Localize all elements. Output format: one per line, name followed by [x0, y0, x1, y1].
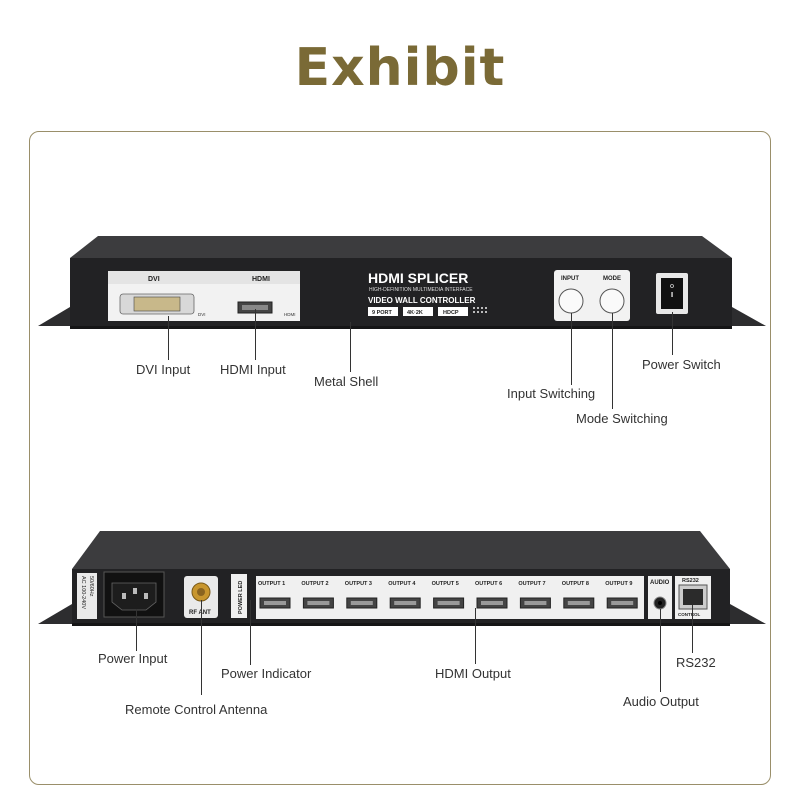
brand-title: HDMI SPLICER — [368, 270, 468, 286]
callout-line-rs232 — [692, 605, 693, 653]
ac-rating-label: AC 100-240V — [80, 576, 86, 609]
output-label: OUTPUT 4 — [388, 581, 416, 587]
page-title: Exhibit — [294, 38, 506, 98]
callout-line-audio-output — [660, 609, 661, 692]
callout-hdmi-input: HDMI Input — [220, 362, 286, 377]
hdmi-small-label: HDMI — [284, 312, 296, 317]
callout-line-input-switching — [571, 313, 572, 385]
rear-device: AC 100-240V 50/60Hz RF ANT POWER LED OUT… — [38, 531, 766, 626]
content-frame — [29, 131, 771, 785]
brand-line: VIDEO WALL CONTROLLER — [368, 296, 476, 305]
output-label: OUTPUT 5 — [432, 581, 459, 587]
callout-line-hdmi-output — [475, 608, 476, 664]
hdmi-tag: HDMI — [252, 276, 270, 283]
callout-rs232: RS232 — [676, 655, 716, 670]
badge-hdcp: HDCP — [443, 310, 459, 316]
callout-audio-output: Audio Output — [623, 694, 699, 709]
audio-label: AUDIO — [650, 580, 670, 586]
output-label: OUTPUT 1 — [258, 581, 285, 587]
callout-hdmi-output: HDMI Output — [435, 666, 511, 681]
output-label: OUTPUT 6 — [475, 581, 502, 587]
badge-res: 4K·2K — [407, 310, 423, 316]
hdmi-port-pins — [567, 601, 590, 605]
callout-line-power-switch — [672, 312, 673, 355]
rs232-label: RS232 — [682, 578, 699, 584]
callout-line-power-input — [136, 609, 137, 651]
hdmi-port-pins — [264, 601, 286, 605]
hdmi-port-pins — [611, 601, 634, 605]
callout-metal-shell: Metal Shell — [314, 374, 379, 389]
output-ports: OUTPUT 1 OUTPUT 2 OUTPUT 3 OUTPUT 4 OUTPUT 5… — [258, 581, 638, 609]
output-label: OUTPUT 2 — [301, 581, 328, 587]
callout-power-switch: Power Switch — [642, 357, 721, 372]
badge-port: 9 PORT — [372, 310, 393, 316]
callout-power-indicator: Power Indicator — [221, 666, 312, 681]
callout-line-remote-antenna — [201, 600, 202, 695]
callout-line-hdmi-input — [255, 309, 256, 360]
callout-power-input: Power Input — [98, 651, 168, 666]
hdmi-port-pins — [350, 601, 373, 605]
output-label: OUTPUT 7 — [518, 581, 545, 587]
dvi-tag: DVI — [148, 276, 160, 283]
brand-subtitle: HIGH-DEFINITION MULTIMEDIA INTERFACE — [369, 287, 473, 293]
callout-line-power-indicator — [250, 600, 251, 665]
output-label: OUTPUT 9 — [605, 581, 632, 587]
output-label: OUTPUT 8 — [562, 581, 589, 587]
callout-line-mode-switching — [612, 313, 613, 409]
ac-frequency-label: 50/60Hz — [88, 576, 94, 597]
rf-antenna-label: RF ANT — [189, 610, 211, 616]
mode-button-label: MODE — [603, 276, 621, 282]
callout-dvi-input: DVI Input — [136, 362, 191, 377]
output-label: OUTPUT 3 — [345, 581, 372, 587]
callout-input-switching: Input Switching — [507, 386, 596, 401]
input-button-label: INPUT — [561, 276, 579, 282]
callout-remote-antenna: Remote Control Antenna — [125, 702, 268, 717]
hdmi-port-pins — [394, 601, 417, 605]
hdmi-port-pins — [307, 601, 330, 605]
callout-line-metal-shell — [350, 322, 351, 372]
hdmi-port-pins — [524, 601, 547, 605]
dvi-small-label: DVI — [198, 312, 206, 317]
front-device: DVI HDMI DVI HDMI HDMI SPLICER HIGH-DEFI… — [38, 236, 766, 329]
power-led-label: POWER LED — [238, 581, 244, 614]
hdmi-port-pins — [481, 601, 503, 605]
callout-line-dvi-input — [168, 316, 169, 360]
control-label: CONTROL — [678, 612, 700, 617]
callout-mode-switching: Mode Switching — [576, 411, 668, 426]
hdmi-port-pins — [437, 601, 460, 605]
